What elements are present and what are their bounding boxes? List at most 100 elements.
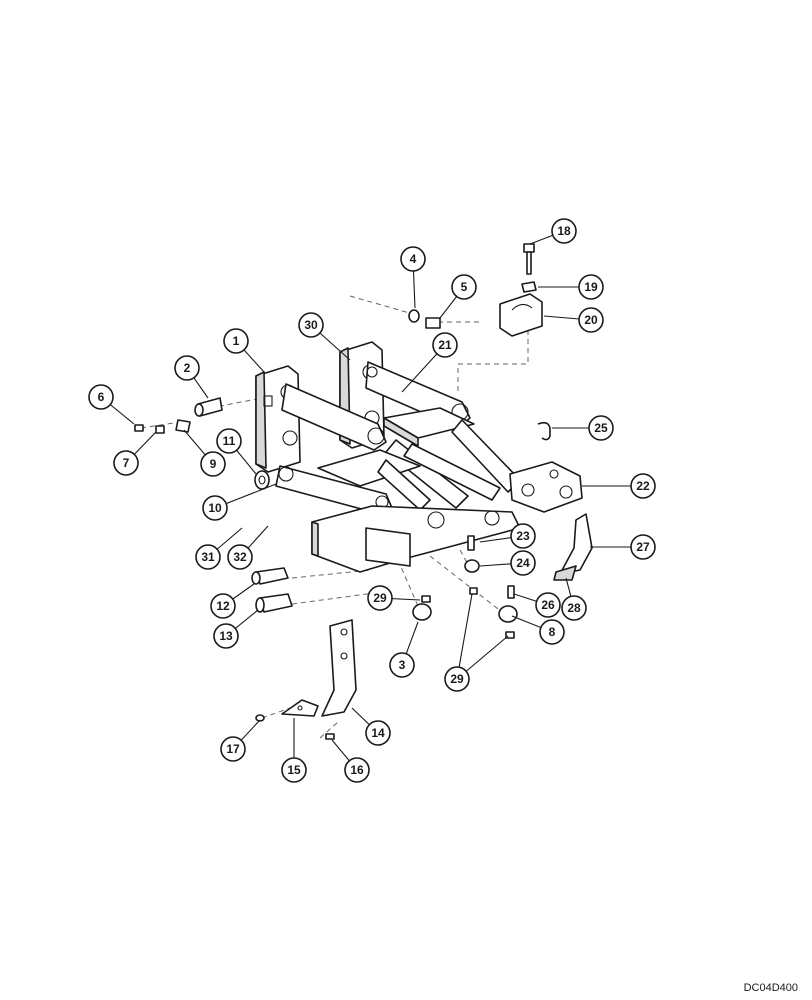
callout-label: 19 — [584, 280, 598, 294]
washer-and-bolt — [408, 309, 441, 329]
callout-3: 3 — [389, 652, 415, 678]
callout-label: 7 — [123, 456, 130, 470]
bushing — [254, 470, 270, 490]
callout-circle — [551, 218, 577, 244]
center-frame — [317, 443, 501, 511]
callout-label: 22 — [636, 479, 650, 493]
ripper-shank — [321, 619, 357, 717]
callout-24: 24 — [510, 550, 536, 576]
callout-label: 28 — [567, 601, 581, 615]
callout-circle — [510, 550, 536, 576]
callout-12: 12 — [210, 593, 236, 619]
callout-17: 17 — [220, 736, 246, 762]
callout-circle — [365, 720, 391, 746]
callout-circle — [220, 736, 246, 762]
rear-bracket — [509, 461, 583, 513]
callout-circle — [195, 544, 221, 570]
callout-19: 19 — [578, 274, 604, 300]
callout-label: 8 — [549, 625, 556, 639]
callout-18: 18 — [551, 218, 577, 244]
grease-pin — [194, 397, 223, 417]
callout-31: 31 — [195, 544, 221, 570]
callout-22: 22 — [630, 473, 656, 499]
callout-label: 3 — [399, 658, 406, 672]
callout-label: 29 — [373, 591, 387, 605]
callout-circle — [578, 274, 604, 300]
callout-circle — [630, 473, 656, 499]
callout-15: 15 — [281, 757, 307, 783]
callout-23: 23 — [510, 523, 536, 549]
callout-circle — [88, 384, 114, 410]
callout-label: 30 — [304, 318, 318, 332]
callout-circle — [444, 666, 470, 692]
small-tooth-shank — [553, 513, 593, 581]
callout-2: 2 — [174, 355, 200, 381]
callout-10: 10 — [202, 495, 228, 521]
callout-circle — [400, 246, 426, 272]
callout-circle — [451, 274, 477, 300]
callout-circle — [344, 757, 370, 783]
callout-circle — [202, 495, 228, 521]
callout-21: 21 — [432, 332, 458, 358]
callout-32: 32 — [227, 544, 253, 570]
callout-label: 24 — [516, 556, 530, 570]
callout-label: 12 — [216, 599, 230, 613]
callout-circle — [432, 332, 458, 358]
callout-label: 29 — [450, 672, 464, 686]
front-mast-frame — [255, 365, 301, 473]
callout-6: 6 — [88, 384, 114, 410]
callout-label: 18 — [557, 224, 571, 238]
small-hardware — [134, 419, 191, 434]
boom-beam — [311, 505, 521, 573]
callout-circle — [535, 592, 561, 618]
callout-circle — [578, 307, 604, 333]
callout-circle — [216, 428, 242, 454]
cross-plate — [383, 407, 475, 447]
callout-circle — [213, 623, 239, 649]
callout-circle — [174, 355, 200, 381]
callout-circle — [389, 652, 415, 678]
callout-circle — [227, 544, 253, 570]
callout-7: 7 — [113, 450, 139, 476]
callout-label: 31 — [201, 550, 215, 564]
callout-circle — [539, 619, 565, 645]
callout-label: 6 — [98, 390, 105, 404]
callout-9: 9 — [200, 451, 226, 477]
callout-13: 13 — [213, 623, 239, 649]
callout-label: 17 — [226, 742, 240, 756]
callout-label: 26 — [541, 598, 555, 612]
callout-label: 9 — [210, 457, 217, 471]
callout-8: 8 — [539, 619, 565, 645]
callout-label: 10 — [208, 501, 222, 515]
callout-label: 2 — [184, 361, 191, 375]
callout-label: 14 — [371, 726, 385, 740]
callout-30: 30 — [298, 312, 324, 338]
callout-circle — [298, 312, 324, 338]
callout-29: 29 — [367, 585, 393, 611]
callout-label: 11 — [223, 434, 236, 448]
callout-29: 29 — [444, 666, 470, 692]
callout-label: 1 — [233, 334, 240, 348]
callout-circle — [281, 757, 307, 783]
callout-28: 28 — [561, 595, 587, 621]
callout-circle — [210, 593, 236, 619]
callout-14: 14 — [365, 720, 391, 746]
callout-16: 16 — [344, 757, 370, 783]
callout-circle — [561, 595, 587, 621]
bolt-nut-block — [499, 243, 543, 337]
clip — [537, 421, 551, 441]
callout-label: 21 — [438, 338, 452, 352]
callout-circle — [367, 585, 393, 611]
callout-20: 20 — [578, 307, 604, 333]
callout-label: 27 — [636, 540, 650, 554]
callout-25: 25 — [588, 415, 614, 441]
callout-label: 32 — [233, 550, 247, 564]
front-upper-arm — [281, 383, 387, 451]
leader-line — [456, 593, 473, 680]
callout-label: 15 — [287, 763, 301, 777]
callout-label: 5 — [461, 280, 468, 294]
callout-circle — [510, 523, 536, 549]
callout-circle — [588, 415, 614, 441]
